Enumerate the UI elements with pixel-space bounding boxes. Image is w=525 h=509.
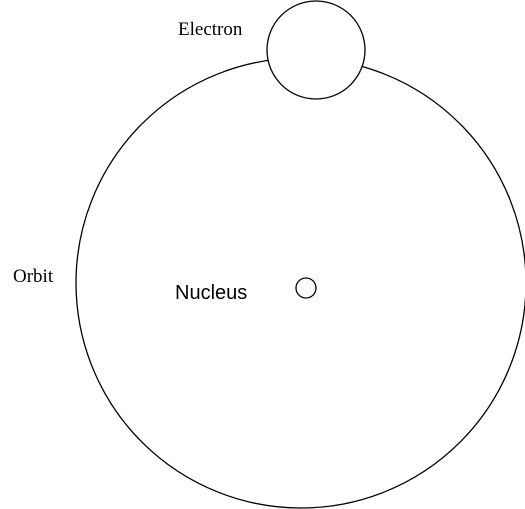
nucleus-circle (295, 277, 317, 299)
electron-label: Electron (178, 19, 243, 40)
nucleus-label: Nucleus (175, 282, 247, 304)
orbit-label: Orbit (13, 266, 54, 287)
electron-circle (266, 0, 366, 100)
